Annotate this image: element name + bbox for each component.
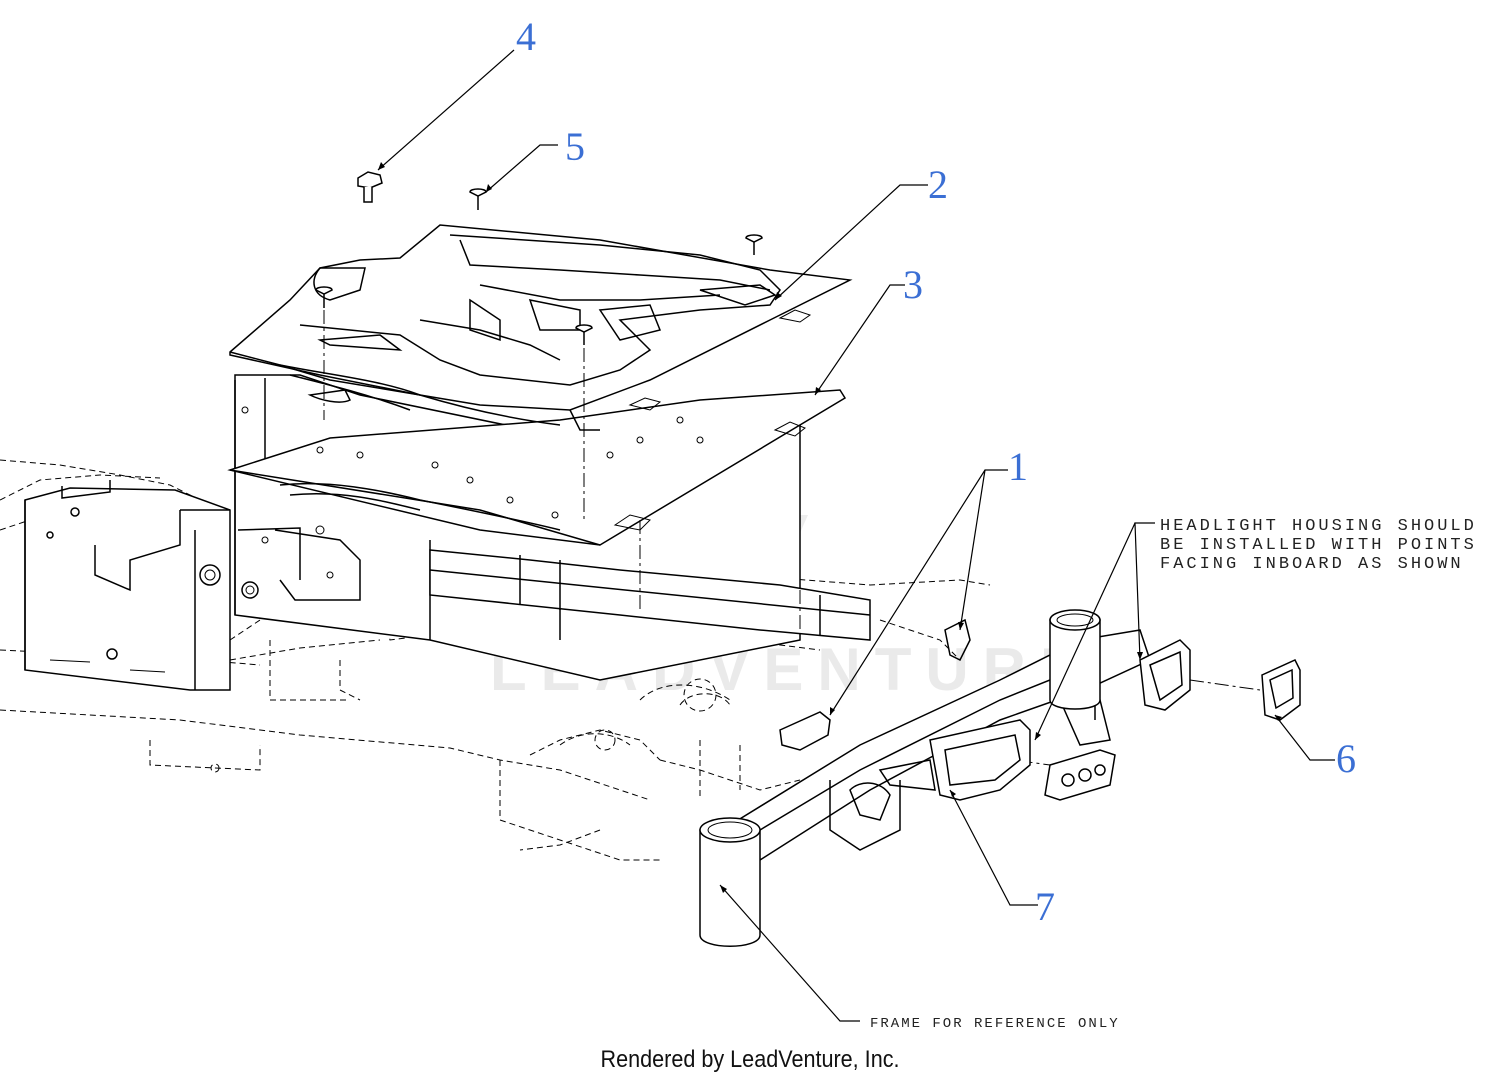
part-6-headlight-bezel	[1261, 659, 1301, 721]
callout-4: 4	[516, 14, 536, 59]
part-4-bolt	[357, 171, 383, 203]
note-frame-reference: FRAME FOR REFERENCE ONLY	[870, 1016, 1120, 1032]
headlight-lens-left	[1044, 749, 1116, 801]
callout-1: 1	[1008, 444, 1028, 489]
part-3-plate	[227, 389, 847, 546]
arrowheads	[378, 162, 1282, 893]
footer-credit: Rendered by LeadVenture, Inc.	[600, 1046, 900, 1073]
callout-7: 7	[1035, 884, 1055, 929]
note-headlight-line1: HEADLIGHT HOUSING SHOULD	[1160, 517, 1477, 536]
callout-3: 3	[903, 262, 923, 307]
note-headlight-line3: FACING INBOARD AS SHOWN	[1160, 555, 1464, 574]
front-post	[699, 817, 761, 947]
callout-6: 6	[1336, 736, 1356, 781]
part-2-deck-cover	[229, 224, 853, 431]
callout-5: 5	[565, 124, 585, 169]
headlight-housing-right	[1139, 639, 1191, 711]
left-side-bracket	[24, 480, 231, 691]
frame-outline-dashed	[0, 459, 991, 861]
headlight-housing-left	[878, 719, 1031, 801]
callout-2: 2	[928, 162, 948, 207]
leader-lines	[377, 49, 1335, 1022]
front-right-post	[1049, 609, 1101, 710]
center-frame-rail	[429, 549, 871, 641]
note-headlight-line2: BE INSTALLED WITH POINTS	[1160, 536, 1477, 555]
